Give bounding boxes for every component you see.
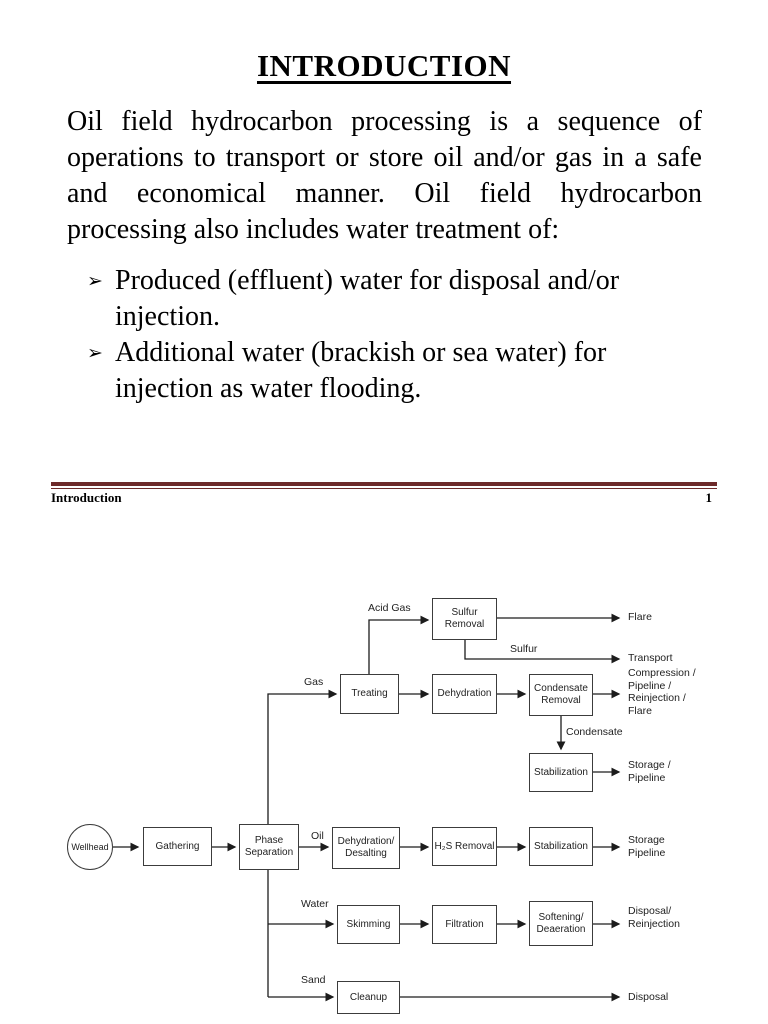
intro-paragraph: Oil field hydrocarbon processing is a se… <box>67 106 702 245</box>
node-gathering: Gathering <box>143 827 212 866</box>
stream-label-water: Water <box>301 898 329 910</box>
node-softening-deaeration: Softening/ Deaeration <box>529 901 593 946</box>
node-h2s-removal: H₂S Removal <box>432 827 497 866</box>
output-label-transport: Transport <box>628 652 673 664</box>
connector-acid-gas-riser <box>368 615 430 674</box>
connector-sulfur-transport <box>464 640 621 664</box>
output-label-disposal: Disposal <box>628 991 669 1003</box>
node-treating: Treating <box>340 674 399 714</box>
flow-connectors <box>113 613 621 1002</box>
stream-label-gas: Gas <box>304 676 324 688</box>
page-title-text: INTRODUCTION <box>256 48 512 83</box>
page-title: INTRODUCTION <box>0 0 768 84</box>
output-label-disposal-reinjection: Disposal/ Reinjection <box>628 905 680 930</box>
output-label-flare: Flare <box>628 611 652 623</box>
bullet-item-2: ➢ Additional water (brackish or sea wate… <box>87 335 702 407</box>
bullet-text-1: Produced (effluent) water for disposal a… <box>115 265 620 332</box>
node-condensate-removal: Condensate Removal <box>529 674 593 716</box>
node-skimming: Skimming <box>337 905 400 944</box>
connector-gas-riser <box>267 689 338 824</box>
node-dehydration-desalting: Dehydration/ Desalting <box>332 827 400 869</box>
stream-label-sand: Sand <box>301 974 326 986</box>
stream-label-acid-gas: Acid Gas <box>368 602 411 614</box>
node-phase-separation: Phase Separation <box>239 824 299 870</box>
bullet-arrow-icon: ➢ <box>87 342 103 364</box>
node-filtration: Filtration <box>432 905 497 944</box>
output-label-storage-pipeline-oil: Storage Pipeline <box>628 834 666 859</box>
footer-rule <box>51 482 717 489</box>
node-sulfur-removal: Sulfur Removal <box>432 598 497 640</box>
stream-label-sulfur: Sulfur <box>510 643 538 655</box>
output-label-compression: Compression / Pipeline / Reinjection / F… <box>628 667 696 717</box>
node-dehydration-gas: Dehydration <box>432 674 497 714</box>
node-wellhead: Wellhead <box>67 824 113 870</box>
footer-section-label: Introduction <box>51 490 122 505</box>
footer-page-number: 1 <box>705 490 713 505</box>
bullet-text-2: Additional water (brackish or sea water)… <box>115 337 607 404</box>
bullet-list: ➢ Produced (effluent) water for disposal… <box>87 263 702 407</box>
node-stabilization-oil: Stabilization <box>529 827 593 866</box>
node-stabilization-gas: Stabilization <box>529 753 593 792</box>
footer: Introduction 1 <box>51 490 712 506</box>
stream-label-oil: Oil <box>311 830 324 842</box>
bullet-arrow-icon: ➢ <box>87 270 103 292</box>
output-label-storage-pipeline-gas: Storage / Pipeline <box>628 759 671 784</box>
node-cleanup: Cleanup <box>337 981 400 1014</box>
bullet-item-1: ➢ Produced (effluent) water for disposal… <box>87 263 702 335</box>
stream-label-condensate: Condensate <box>566 726 623 738</box>
